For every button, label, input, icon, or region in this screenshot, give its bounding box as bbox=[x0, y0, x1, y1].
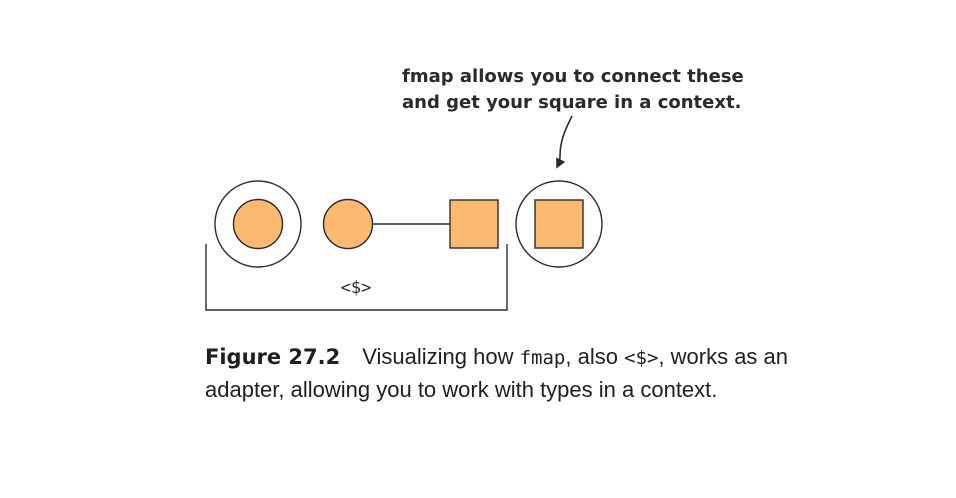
caption-text-before: Visualizing how bbox=[362, 344, 520, 369]
caption-code-fmap: fmap bbox=[519, 347, 566, 369]
caption-text-middle: , also bbox=[565, 344, 625, 369]
square-in-context bbox=[515, 180, 603, 268]
caption-code-operator: <$> bbox=[624, 347, 659, 369]
figure-label: Figure 27.2 bbox=[205, 345, 341, 369]
inner-square bbox=[534, 199, 584, 249]
annotation-line-2: and get your square in a context. bbox=[402, 92, 741, 113]
grouping-bracket bbox=[205, 244, 508, 311]
caption-text-after: , works as an adapter, allowing you to w… bbox=[205, 344, 789, 402]
plain-circle bbox=[322, 198, 374, 250]
operator-label: <$> bbox=[341, 278, 372, 298]
plain-square bbox=[449, 199, 499, 249]
annotation-arrow bbox=[556, 115, 573, 169]
inner-circle bbox=[232, 198, 284, 250]
circle-in-context bbox=[214, 180, 302, 268]
figure-caption: Figure 27.2 Visualizing how fmap, also <$… bbox=[205, 341, 825, 406]
annotation-line-1: fmap allows you to connect these bbox=[402, 66, 744, 87]
